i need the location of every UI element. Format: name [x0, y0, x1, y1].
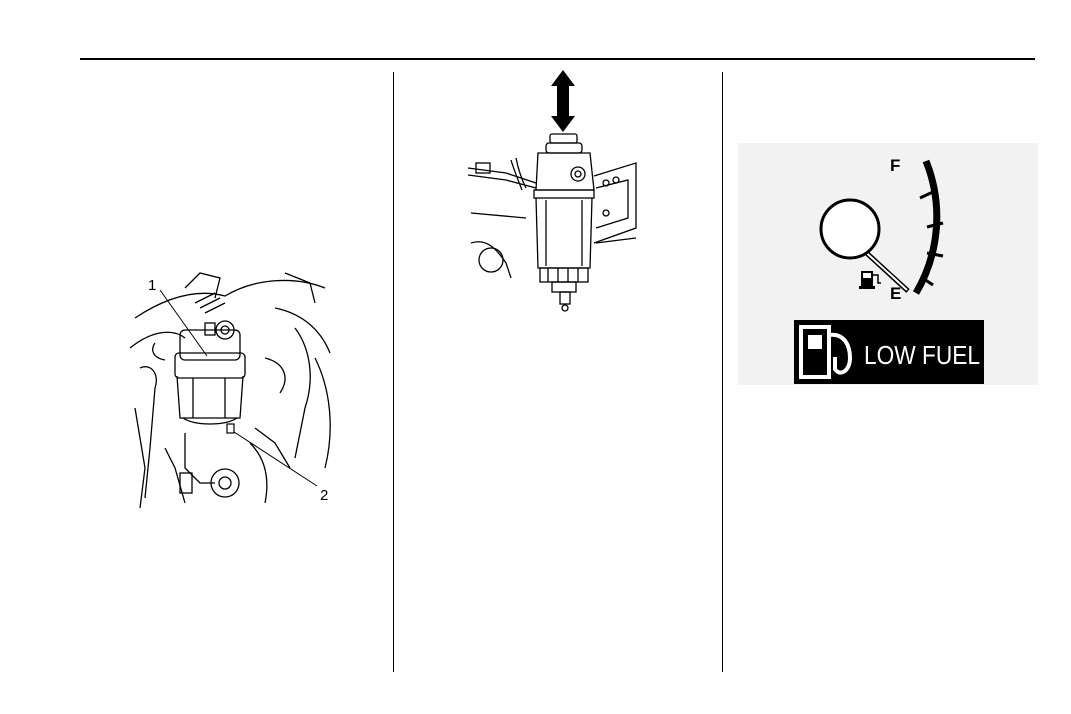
fuel-filter-removal-illustration: [466, 68, 641, 318]
column-divider-right: [722, 72, 723, 672]
gauge-empty-label: E: [890, 284, 901, 303]
low-fuel-warning: LOW FUEL: [794, 320, 984, 384]
up-down-arrow-icon: [551, 70, 575, 132]
column-divider-left: [393, 72, 394, 672]
fuel-gauge-illustration: F E LOW FUEL: [738, 143, 1038, 385]
gauge-full-label: F: [890, 156, 900, 175]
callout-1: 1: [148, 277, 156, 294]
fuel-filter-engine-illustration: 1 2: [125, 268, 340, 510]
header-rule: [80, 58, 1035, 60]
callout-2: 2: [320, 487, 328, 504]
low-fuel-text: LOW FUEL: [864, 340, 980, 370]
